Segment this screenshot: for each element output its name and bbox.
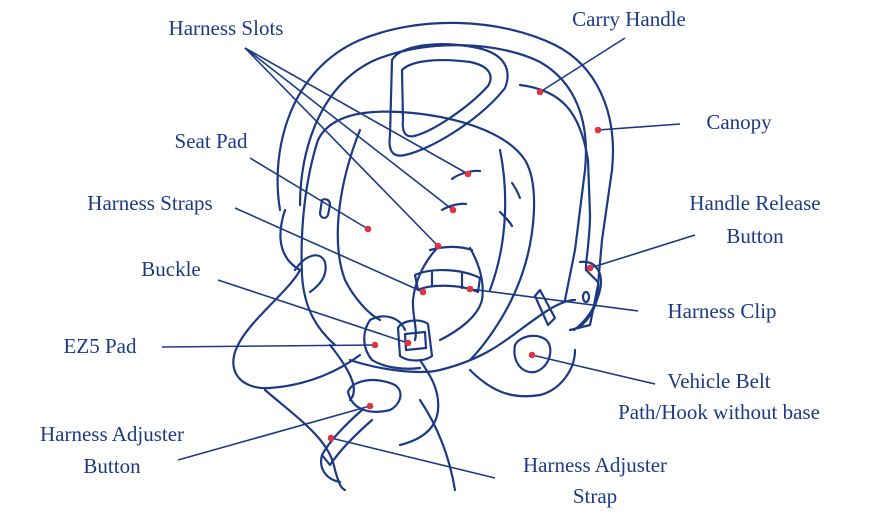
label-adjuster-strap-line1: Harness Adjuster bbox=[523, 453, 667, 477]
marker-handle-release bbox=[587, 265, 594, 272]
marker-harness-slot-upper bbox=[465, 171, 472, 178]
label-adjuster-button-line1: Harness Adjuster bbox=[40, 422, 184, 446]
marker-ez5-pad bbox=[372, 342, 379, 349]
carry-handle-inner bbox=[300, 45, 586, 300]
leader-seat-pad bbox=[250, 158, 368, 229]
marker-buckle bbox=[405, 340, 412, 347]
marker-adjuster-button bbox=[367, 403, 374, 410]
adjuster-pad bbox=[348, 380, 400, 412]
marker-adjuster-strap bbox=[328, 435, 335, 442]
shell-lower-right bbox=[470, 350, 575, 396]
seat-back-left bbox=[302, 140, 335, 345]
leader-harness-slots-2 bbox=[245, 48, 453, 210]
shell-side-tab bbox=[320, 199, 330, 218]
label-adjuster-strap-line2: Strap bbox=[573, 484, 617, 508]
side-wing-left bbox=[295, 255, 326, 292]
carry-handle-outline bbox=[278, 23, 613, 330]
marker-seat-pad bbox=[365, 226, 372, 233]
leader-adjuster-strap bbox=[331, 438, 495, 478]
leader-vehicle-belt bbox=[532, 355, 655, 384]
label-canopy: Canopy bbox=[706, 110, 772, 134]
harness-strap-right bbox=[440, 248, 483, 340]
handle-grip-inner bbox=[402, 60, 491, 136]
pivot-hole bbox=[583, 292, 589, 302]
marker-canopy bbox=[595, 127, 602, 134]
label-handle-release-line1: Handle Release bbox=[689, 191, 820, 215]
leader-ez5-pad bbox=[162, 345, 375, 347]
marker-harness-clip bbox=[467, 286, 474, 293]
marker-harness-slot-lower bbox=[450, 207, 457, 214]
marker-harness-slot-shoulder bbox=[435, 243, 442, 250]
label-harness-straps: Harness Straps bbox=[87, 191, 212, 215]
leader-handle-release bbox=[590, 235, 695, 268]
label-vehicle-belt-line1: Vehicle Belt bbox=[667, 369, 770, 393]
label-handle-release-line2: Button bbox=[726, 224, 784, 248]
seat-pad-edge bbox=[490, 150, 505, 290]
markers bbox=[328, 89, 602, 442]
marker-vehicle-belt bbox=[529, 352, 536, 359]
seat-pad-center bbox=[338, 130, 380, 320]
slot-right-upper bbox=[512, 183, 520, 198]
label-buckle: Buckle bbox=[141, 257, 200, 281]
label-harness-slots: Harness Slots bbox=[169, 16, 284, 40]
leader-harness-straps bbox=[235, 208, 423, 292]
label-harness-clip: Harness Clip bbox=[667, 299, 776, 323]
harness-strap-left bbox=[413, 245, 440, 340]
label-seat-pad: Seat Pad bbox=[175, 129, 248, 153]
label-ez5-pad: EZ5 Pad bbox=[64, 334, 137, 358]
leader-carry-handle bbox=[540, 38, 625, 92]
label-carry-handle: Carry Handle bbox=[572, 7, 686, 31]
label-adjuster-button-line2: Button bbox=[83, 454, 141, 478]
car-seat-illustration bbox=[233, 23, 613, 490]
label-vehicle-belt-line2: Path/Hook without base bbox=[618, 400, 820, 424]
marker-harness-straps bbox=[420, 289, 427, 296]
leader-harness-slots-3 bbox=[245, 48, 438, 246]
seat-cushion bbox=[330, 345, 354, 400]
marker-carry-handle bbox=[537, 89, 544, 96]
